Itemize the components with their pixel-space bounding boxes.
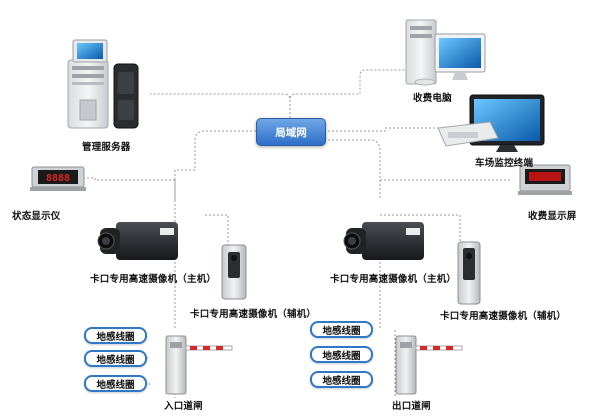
camera-aux-right-label: 卡口专用高速摄像机（辅机） xyxy=(440,311,567,322)
status-display-digits: 8888 xyxy=(46,173,70,184)
status-display-icon: 8888 xyxy=(30,166,86,191)
monitor-label: 车场监控终端 xyxy=(475,158,534,169)
gate-in-icon xyxy=(165,335,233,395)
loop-right-2: 地感线圈 xyxy=(310,346,373,363)
server-label: 管理服务器 xyxy=(82,142,131,153)
loop-left-3: 地感线圈 xyxy=(84,375,147,392)
camera-aux-left-icon xyxy=(221,244,247,300)
loop-right-3: 地感线圈 xyxy=(310,371,373,388)
loop-right-1: 地感线圈 xyxy=(310,321,373,338)
camera-aux-right-icon xyxy=(457,241,481,305)
camera-main-right-icon xyxy=(343,222,424,260)
server-icon xyxy=(67,39,139,129)
loop-left-2: 地感线圈 xyxy=(84,350,147,367)
gate-in-label: 入口道闸 xyxy=(164,401,203,412)
gate-out-label: 出口道闸 xyxy=(392,401,431,412)
camera-aux-left-label: 卡口专用高速摄像机（辅机） xyxy=(190,309,317,320)
pc-icon xyxy=(405,19,486,86)
pc-label: 收费电脑 xyxy=(413,93,452,104)
lan-label: 局域网 xyxy=(275,126,307,139)
camera-main-left-icon xyxy=(97,222,178,260)
fee-display-icon xyxy=(518,164,572,195)
gate-out-icon xyxy=(395,335,463,395)
camera-main-right-label: 卡口专用高速摄像机（主机） xyxy=(330,274,457,285)
lan-box: 局域网 xyxy=(256,118,326,146)
fee-display-label: 收费显示屏 xyxy=(528,211,577,222)
camera-main-left-label: 卡口专用高速摄像机（主机） xyxy=(90,274,217,285)
loop-left-1: 地感线圈 xyxy=(84,327,147,344)
status-display-label: 状态显示仪 xyxy=(12,211,61,222)
monitor-terminal-icon xyxy=(437,94,545,152)
